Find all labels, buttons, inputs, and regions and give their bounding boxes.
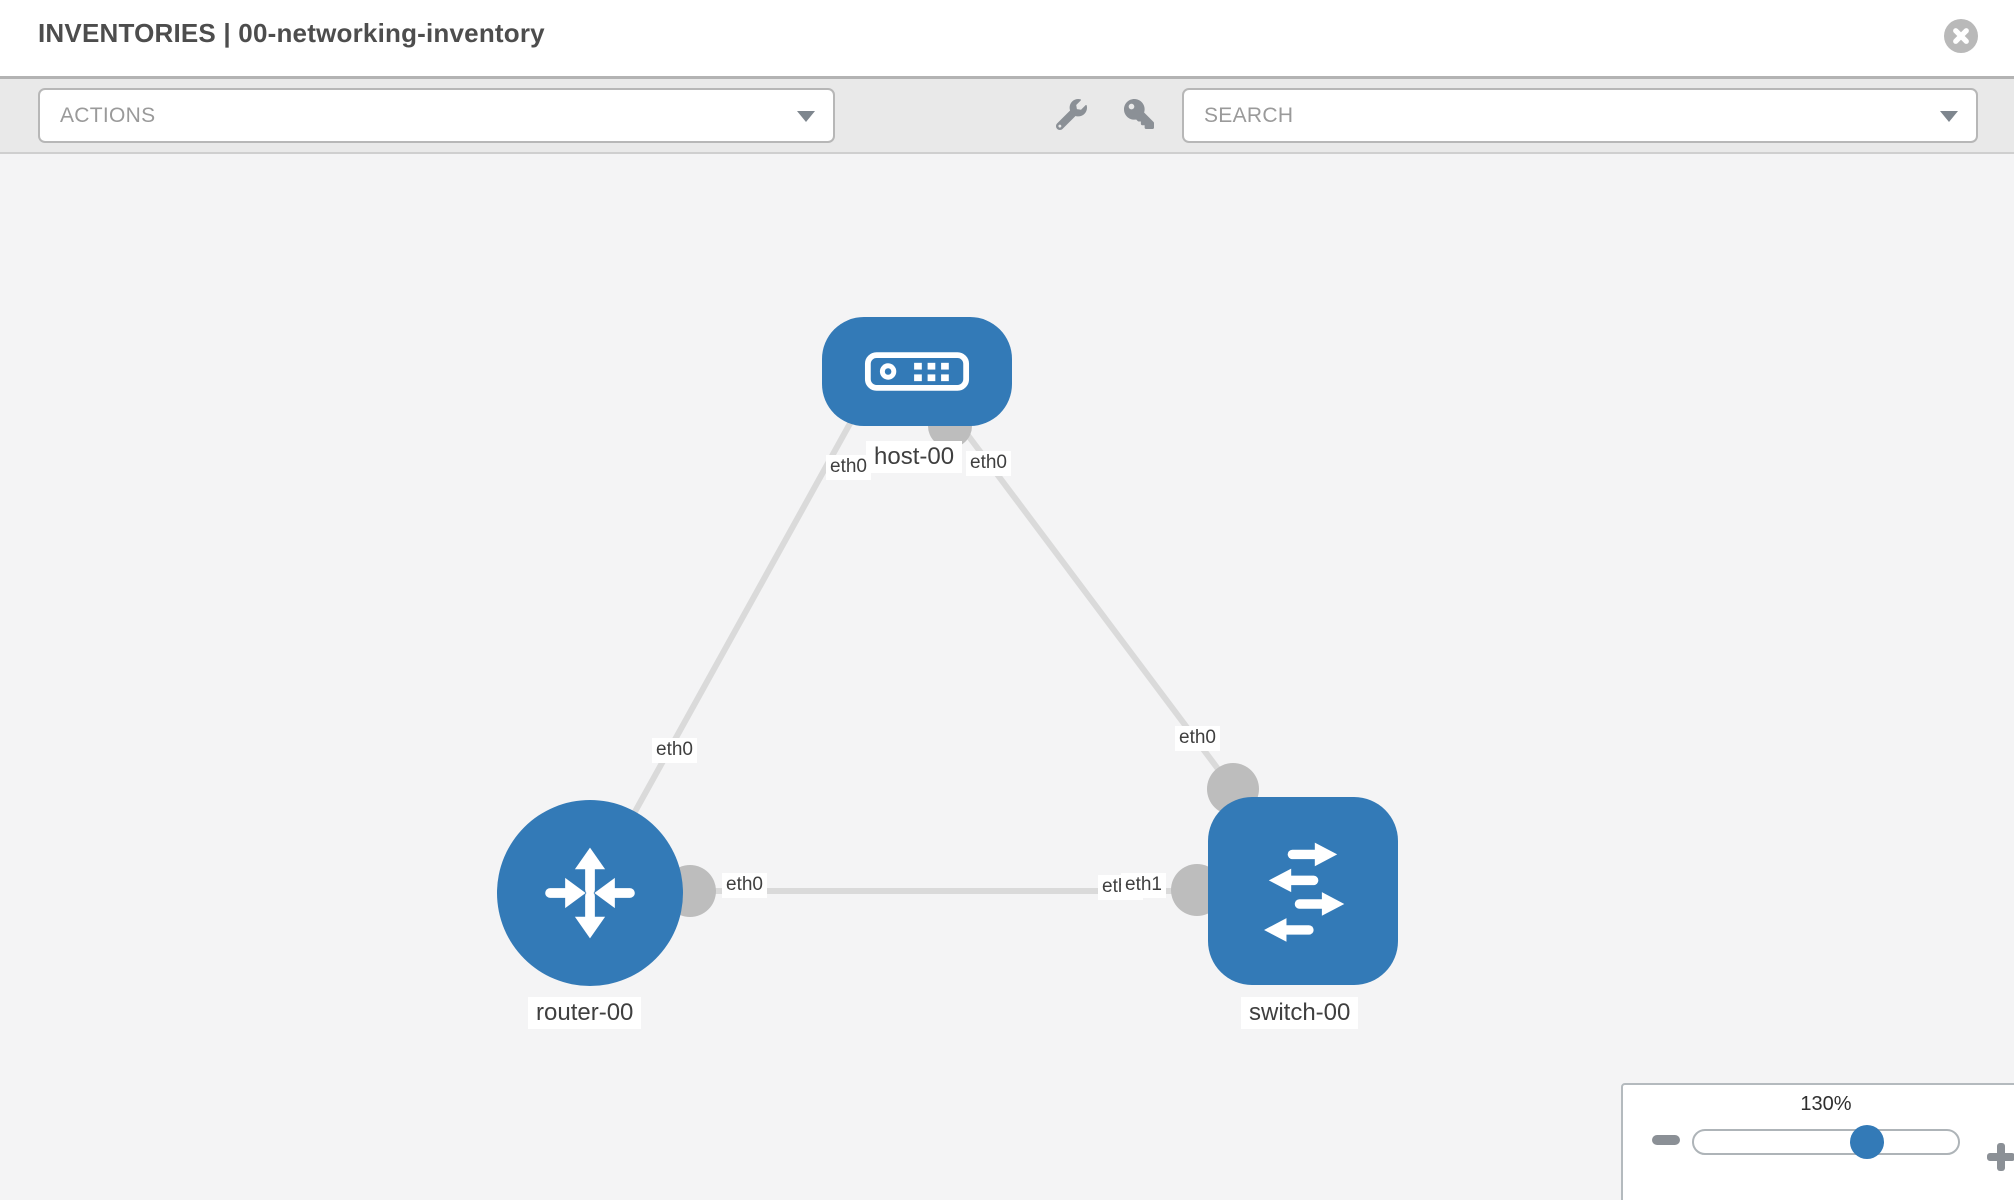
interface-label-host-left-eth0: eth0	[826, 455, 871, 480]
node-switch-00[interactable]	[1208, 797, 1398, 985]
zoom-level-value: 130%	[1800, 1093, 1852, 1115]
switch-icon	[1264, 842, 1345, 942]
actions-dropdown-label: ACTIONS	[60, 103, 156, 127]
chevron-down-icon	[797, 110, 815, 122]
key-icon	[1124, 99, 1154, 129]
topology-canvas[interactable]: host-00 router-00 switch-00 eth0 eth0 et…	[0, 154, 2014, 1200]
close-button[interactable]	[1944, 19, 1978, 53]
node-label-switch-00: switch-00	[1241, 997, 1359, 1030]
zoom-out-button[interactable]	[1652, 1135, 1680, 1145]
search-dropdown[interactable]: SEARCH	[1182, 88, 1978, 143]
chevron-down-icon	[1940, 110, 1958, 122]
header: INVENTORIES | 00-networking-inventory	[0, 0, 2014, 76]
host-icon	[864, 352, 970, 391]
node-host-00[interactable]	[822, 317, 1012, 426]
zoom-slider-thumb[interactable]	[1850, 1125, 1884, 1159]
interface-label-link-router-eth0: eth0	[652, 738, 697, 763]
zoom-slider[interactable]	[1692, 1125, 1960, 1159]
zoom-in-button[interactable]	[1973, 1129, 2001, 1157]
toolbar: ACTIONS SEARCH	[0, 76, 2014, 154]
interface-label-switch-eth1: eth1	[1121, 873, 1166, 898]
credentials-button[interactable]	[1116, 91, 1162, 137]
search-dropdown-label: SEARCH	[1204, 103, 1294, 127]
page-title: INVENTORIES | 00-networking-inventory	[38, 18, 545, 48]
zoom-panel: 130%	[1621, 1083, 2014, 1200]
node-label-host-00: host-00	[866, 441, 963, 474]
close-icon	[1953, 28, 1969, 44]
topology-links-layer	[587, 404, 1259, 917]
wrench-icon	[1055, 98, 1087, 130]
interface-label-router-eth0: eth0	[722, 873, 767, 898]
node-label-router-00: router-00	[528, 997, 642, 1030]
interface-label-link-switch-eth0: eth0	[1175, 726, 1220, 751]
interface-label-host-right-eth0: eth0	[966, 451, 1011, 476]
router-icon	[545, 847, 635, 939]
actions-dropdown[interactable]: ACTIONS	[38, 88, 835, 143]
tools-button[interactable]	[1048, 91, 1094, 137]
node-router-00[interactable]	[497, 800, 683, 986]
